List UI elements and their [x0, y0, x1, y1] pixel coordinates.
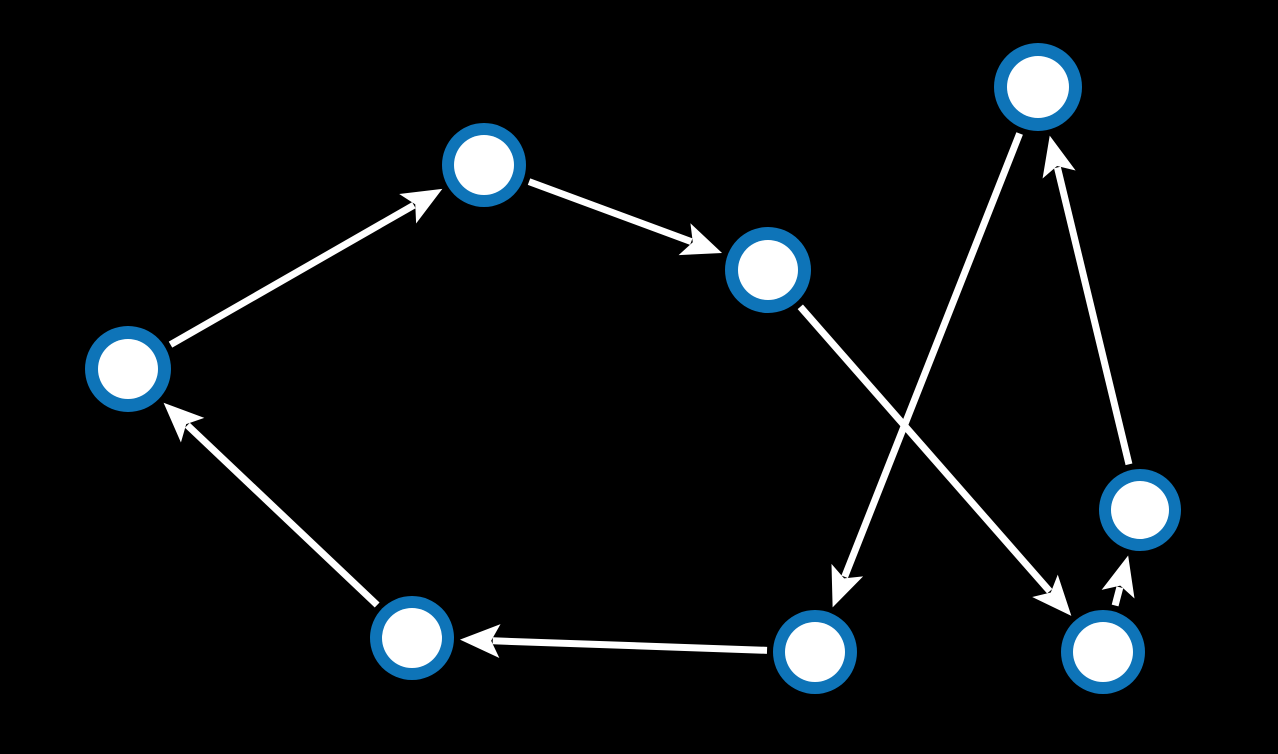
- graph-edge[interactable]: [797, 304, 1072, 616]
- graph-edge[interactable]: [527, 178, 723, 256]
- arrow-head-icon: [1032, 574, 1072, 616]
- graph-node[interactable]: [85, 326, 171, 412]
- node-fill: [1007, 56, 1069, 118]
- node-fill: [738, 240, 798, 300]
- arrow-head-icon: [459, 624, 501, 659]
- node-fill: [1073, 622, 1133, 682]
- graph-edge[interactable]: [459, 624, 768, 659]
- graph-edge[interactable]: [163, 402, 380, 608]
- edges-layer: [163, 132, 1135, 659]
- edge-line: [1111, 586, 1124, 607]
- arrow-head-icon: [678, 223, 723, 256]
- edge-line: [797, 304, 1053, 594]
- edge-line: [527, 178, 693, 245]
- node-fill: [98, 339, 158, 399]
- arrow-head-icon: [831, 563, 864, 608]
- node-fill: [785, 622, 845, 682]
- graph-node[interactable]: [994, 43, 1082, 131]
- node-fill: [454, 135, 514, 195]
- edge-line: [184, 422, 380, 608]
- graph-edge[interactable]: [168, 188, 443, 348]
- graph-edge[interactable]: [831, 132, 1023, 608]
- nodes-layer: [85, 43, 1181, 694]
- graph-node[interactable]: [442, 123, 526, 207]
- graph-node[interactable]: [725, 227, 811, 313]
- arrow-head-icon: [1042, 135, 1076, 179]
- graph-edge[interactable]: [1101, 555, 1135, 607]
- arrow-head-icon: [1101, 555, 1135, 599]
- graph-node[interactable]: [1099, 469, 1181, 551]
- graph-node[interactable]: [773, 610, 857, 694]
- edge-line: [168, 202, 416, 348]
- node-fill: [382, 608, 442, 668]
- graph-node[interactable]: [370, 596, 454, 680]
- arrow-head-icon: [163, 402, 205, 443]
- edge-line: [1054, 166, 1133, 466]
- edge-line: [492, 637, 768, 654]
- graph-edge[interactable]: [1042, 135, 1133, 466]
- graph-node[interactable]: [1061, 610, 1145, 694]
- arrow-head-icon: [399, 188, 443, 224]
- edge-line: [841, 132, 1023, 579]
- node-fill: [1111, 481, 1169, 539]
